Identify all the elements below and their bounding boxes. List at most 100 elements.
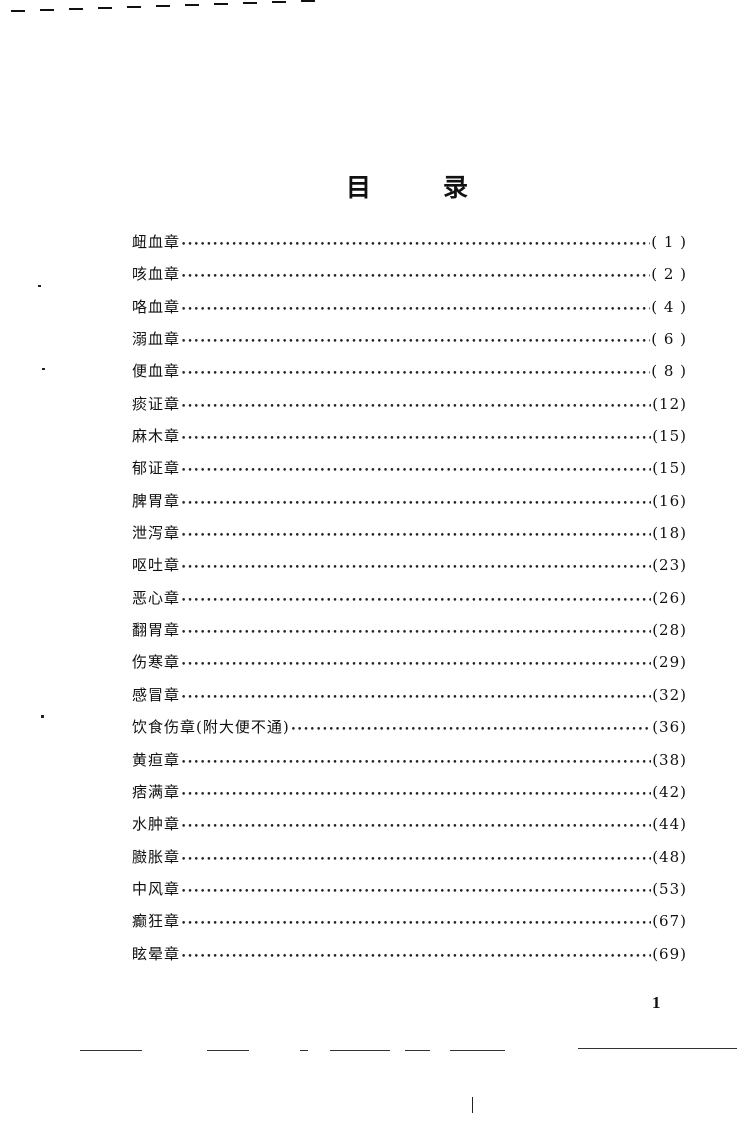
toc-entry-label: 溺血章 <box>132 330 181 349</box>
toc-entry[interactable]: 癫狂章 (67) <box>132 911 687 943</box>
scan-edge-line <box>80 1050 142 1051</box>
toc-entry[interactable]: 水肿章 (44) <box>132 814 687 846</box>
toc-entry[interactable]: 便血章( 8 ) <box>132 361 687 393</box>
scan-edge-line <box>330 1050 390 1051</box>
dot-leader <box>181 655 651 675</box>
scan-edge-line <box>207 1050 249 1051</box>
dot-leader <box>181 429 651 449</box>
toc-entry-page: (38) <box>652 750 687 769</box>
toc-entry-page: (26) <box>652 588 687 607</box>
toc-entry-page: (53) <box>652 879 687 898</box>
table-of-contents: 衄血章 ( 1 ) 咳血章 ( 2 ) 咯血章 ( 4 ) 溺血章( 6 ) 便血章(… <box>132 232 687 976</box>
toc-entry-label: 翻胃章 <box>132 621 181 640</box>
toc-entry[interactable]: 郁证章(15) <box>132 458 687 490</box>
toc-entry-label: 黄疸章 <box>132 750 181 769</box>
toc-entry-label: 恶心章 <box>132 588 181 607</box>
toc-entry-label: 中风章 <box>132 879 181 898</box>
toc-entry-page: (16) <box>652 491 687 510</box>
dot-leader <box>181 235 650 255</box>
toc-entry[interactable]: 咳血章 ( 2 ) <box>132 264 687 296</box>
toc-entry[interactable]: 痰证章 (12) <box>132 394 687 426</box>
dot-leader <box>181 882 651 902</box>
dot-leader <box>181 817 651 837</box>
toc-entry[interactable]: 咯血章 ( 4 ) <box>132 297 687 329</box>
dot-leader <box>181 947 651 967</box>
toc-entry-page: (69) <box>652 944 687 963</box>
toc-entry[interactable]: 衄血章 ( 1 ) <box>132 232 687 264</box>
toc-entry-label: 脾胃章 <box>132 491 181 510</box>
toc-entry-page: (36) <box>652 718 687 737</box>
toc-entry-page: (48) <box>652 847 687 866</box>
toc-entry-page: ( 1 ) <box>651 233 687 251</box>
scan-edge-line <box>450 1050 505 1051</box>
toc-entry-label: 眩晕章 <box>132 944 181 963</box>
toc-entry[interactable]: 麻木章 (15) <box>132 426 687 458</box>
dot-leader <box>181 850 651 870</box>
toc-entry-page: (44) <box>652 815 687 834</box>
dot-leader <box>181 558 651 578</box>
toc-entry-page: (23) <box>652 556 687 575</box>
dot-leader <box>181 785 651 805</box>
dot-leader <box>181 364 650 384</box>
toc-entry-page: (15) <box>652 427 687 446</box>
toc-entry-label: 伤寒章 <box>132 653 181 672</box>
toc-entry[interactable]: 臌胀章 (48) <box>132 847 687 879</box>
toc-entry[interactable]: 溺血章( 6 ) <box>132 329 687 361</box>
dot-leader <box>181 623 651 643</box>
toc-entry-label: 水肿章 <box>132 815 181 834</box>
scan-edge-line <box>578 1048 737 1049</box>
toc-entry-page: (28) <box>652 621 687 640</box>
scan-tick <box>472 1097 473 1113</box>
scan-speck <box>41 715 44 718</box>
toc-entry[interactable]: 泄泻章(18) <box>132 523 687 555</box>
toc-entry[interactable]: 中风章 (53) <box>132 879 687 911</box>
toc-entry-label: 呕吐章 <box>132 556 181 575</box>
toc-entry[interactable]: 脾胃章 (16) <box>132 491 687 523</box>
dot-leader <box>181 753 651 773</box>
toc-entry-page: (12) <box>652 394 687 413</box>
toc-entry-label: 痰证章 <box>132 394 181 413</box>
toc-entry[interactable]: 黄疸章 (38) <box>132 750 687 782</box>
toc-entry-label: 衄血章 <box>132 233 181 251</box>
toc-entry-label: 臌胀章 <box>132 847 181 866</box>
dot-leader <box>181 461 651 481</box>
toc-entry-label: 感冒章 <box>132 685 181 704</box>
scan-edge-line <box>300 1050 308 1051</box>
toc-entry-page: (32) <box>652 685 687 704</box>
toc-entry[interactable]: 恶心章 (26) <box>132 588 687 620</box>
toc-entry-page: (29) <box>652 653 687 672</box>
toc-entry[interactable]: 伤寒章 (29) <box>132 652 687 684</box>
dot-leader <box>181 332 650 352</box>
dot-leader <box>181 591 651 611</box>
title-char-1: 目 <box>346 173 372 202</box>
dot-leader <box>291 720 651 740</box>
toc-entry[interactable]: 感冒章 (32) <box>132 685 687 717</box>
dot-leader <box>181 397 651 417</box>
toc-entry[interactable]: 痞满章 (42) <box>132 782 687 814</box>
scan-speck <box>38 285 41 287</box>
toc-entry[interactable]: 呕吐章 (23) <box>132 555 687 587</box>
toc-entry-label: 咳血章 <box>132 265 181 284</box>
dot-leader <box>181 914 651 934</box>
dot-leader <box>181 526 651 546</box>
dot-leader <box>181 494 651 514</box>
toc-entry-label: 咯血章 <box>132 297 181 316</box>
dot-leader <box>181 267 650 287</box>
toc-entry-page: (42) <box>652 782 687 801</box>
dot-leader <box>181 300 650 320</box>
toc-entry-label: 饮食伤章(附大便不通) <box>132 718 290 737</box>
toc-entry[interactable]: 翻胃章 (28) <box>132 620 687 652</box>
page-number: 1 <box>652 993 661 1012</box>
toc-entry-label: 郁证章 <box>132 459 181 478</box>
toc-entry[interactable]: 饮食伤章(附大便不通) (36) <box>132 717 687 749</box>
toc-entry-label: 痞满章 <box>132 782 181 801</box>
toc-entry-page: (67) <box>652 912 687 931</box>
toc-entry-label: 癫狂章 <box>132 912 181 931</box>
toc-entry-page: ( 2 ) <box>651 265 687 284</box>
toc-entry-page: ( 8 ) <box>651 362 687 381</box>
scan-speck <box>42 368 45 370</box>
toc-entry-page: (18) <box>652 524 687 543</box>
toc-entry-label: 麻木章 <box>132 427 181 446</box>
toc-entry-page: ( 4 ) <box>651 297 687 316</box>
toc-entry[interactable]: 眩晕章 (69) <box>132 944 687 976</box>
